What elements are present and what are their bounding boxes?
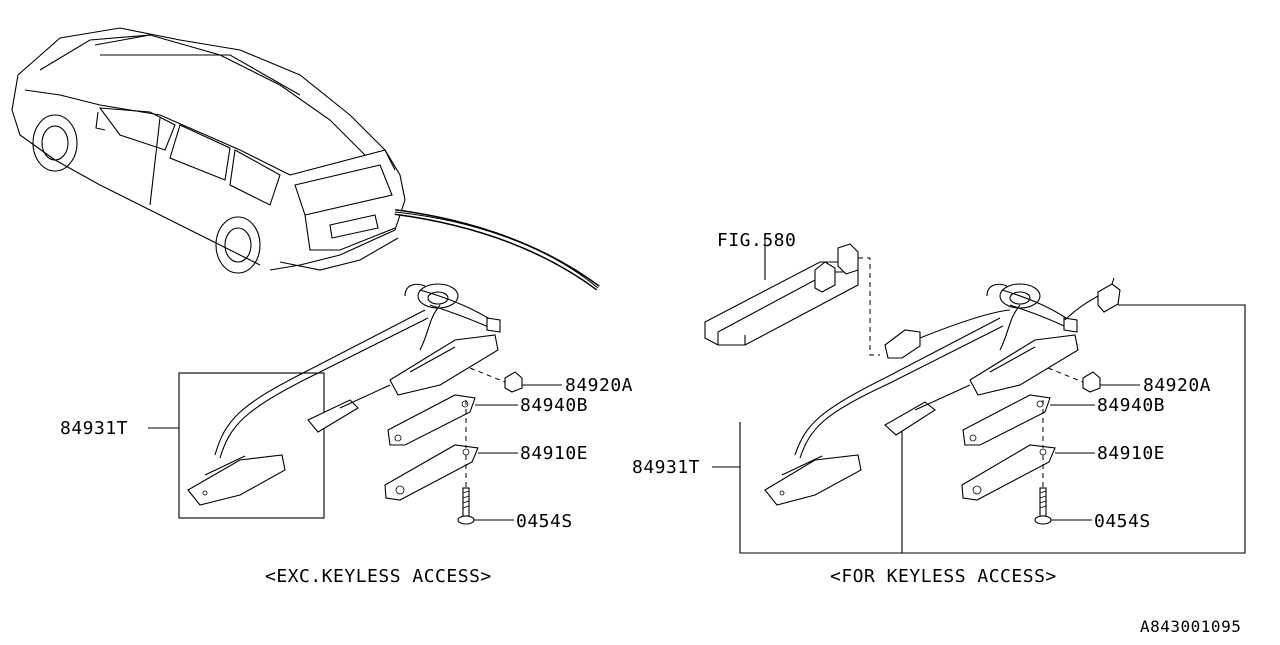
caption-left: <EXC.KEYLESS ACCESS> bbox=[265, 566, 492, 587]
label-harness-left: 84931T bbox=[60, 418, 128, 439]
label-bulb-left: 84920A bbox=[565, 375, 633, 396]
left-group-exc-keyless bbox=[178, 283, 523, 525]
label-bulb-right: 84920A bbox=[1143, 375, 1211, 396]
label-lens-right: 84940B bbox=[1097, 395, 1165, 416]
callout-arrow bbox=[394, 209, 600, 291]
label-lens-left: 84940B bbox=[520, 395, 588, 416]
label-screw-left: 0454S bbox=[516, 511, 573, 532]
harness-box-right bbox=[739, 304, 1246, 554]
right-leaders bbox=[712, 238, 1140, 521]
label-harness-right: 84931T bbox=[632, 457, 700, 478]
label-housing-left: 84910E bbox=[520, 443, 588, 464]
label-housing-right: 84910E bbox=[1097, 443, 1165, 464]
diagram-id: A843001095 bbox=[1140, 617, 1241, 636]
harness-box-left bbox=[178, 372, 325, 519]
label-screw-right: 0454S bbox=[1094, 511, 1151, 532]
left-leaders bbox=[148, 384, 562, 521]
vehicle-illustration bbox=[11, 27, 406, 274]
caption-right: <FOR KEYLESS ACCESS> bbox=[830, 566, 1057, 587]
label-fig-ref: FIG.580 bbox=[717, 230, 796, 251]
right-group-for-keyless bbox=[704, 243, 1246, 554]
